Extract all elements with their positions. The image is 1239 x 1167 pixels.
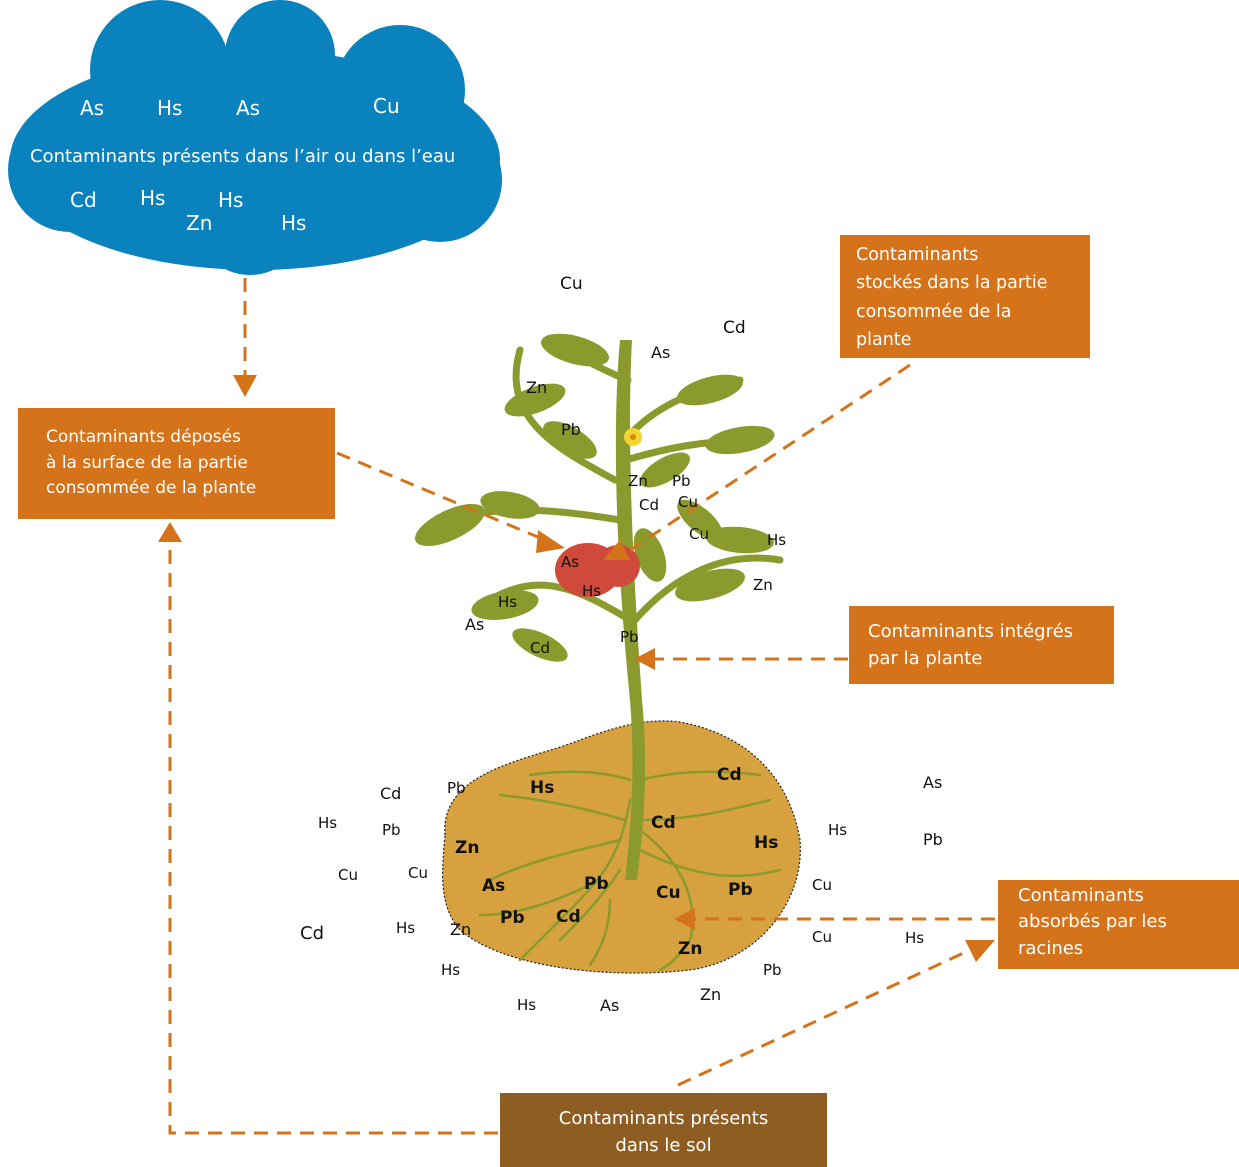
cloud-label-cd: Cd <box>70 188 97 212</box>
box-integrated: Contaminants intégrés par la plante <box>849 606 1114 684</box>
soil-label-pb: Pb <box>728 880 753 900</box>
box-soil-line2: dans le sol <box>615 1135 712 1156</box>
box-absorbed-line2: absorbés par les <box>1018 911 1167 933</box>
cloud-label-hs: Hs <box>281 211 307 235</box>
roots <box>478 770 782 972</box>
plant-label-pb: Pb <box>561 420 581 439</box>
soil-mound <box>442 720 801 974</box>
plant-label-as: As <box>465 615 485 634</box>
box-stored-line2: stockés dans la partie <box>856 273 1048 294</box>
soil-label-pb: Pb <box>584 874 609 894</box>
plant-label-as-fruit: As <box>561 553 580 571</box>
arrow-stored-to-fruit <box>629 363 911 552</box>
arrow-soil-to-deposited <box>168 540 498 1135</box>
arrow-soil-to-absorbed <box>677 948 971 1087</box>
cloud-title: Contaminants présents dans l’air ou dans… <box>30 146 456 167</box>
outside-label-hs: Hs <box>396 919 416 937</box>
outside-label-hs: Hs <box>441 961 461 979</box>
plant-label-cu: Cu <box>678 493 698 511</box>
soil-label-cd: Cd <box>556 907 581 927</box>
plant-label-cd: Cd <box>723 318 746 338</box>
outside-label-hs: Hs <box>318 814 338 832</box>
cloud-label-hs: Hs <box>157 96 183 120</box>
outside-label-zn: Zn <box>700 985 722 1004</box>
arrows <box>168 278 995 1135</box>
soil-label-zn: Zn <box>455 838 480 858</box>
soil-label-cu: Cu <box>656 883 681 903</box>
soil-label-zn: Zn <box>678 939 703 959</box>
plant-label-hs: Hs <box>767 531 787 549</box>
box-stored-line1: Contaminants <box>856 245 979 265</box>
plant-label-pb-stem: Pb <box>620 628 639 646</box>
cloud-label-as: As <box>80 96 105 120</box>
box-deposited-line2: à la surface de la partie <box>46 452 248 473</box>
box-deposited-line1: Contaminants déposés <box>46 427 241 447</box>
outside-label-cd: Cd <box>380 784 402 803</box>
soil-label-hs: Hs <box>530 778 555 798</box>
plant-label-cd: Cd <box>530 639 550 657</box>
box-absorbed-line3: racines <box>1018 937 1084 959</box>
plant-label-as: As <box>651 343 671 362</box>
box-absorbed-line1: Contaminants <box>1018 885 1144 906</box>
outside-label-pb: Pb <box>763 961 782 979</box>
arrowheads <box>158 375 995 962</box>
outside-label-hs: Hs <box>828 821 848 839</box>
outside-label-pb: Pb <box>923 830 943 849</box>
soil-label-cd: Cd <box>717 765 742 785</box>
tomato-fruit <box>555 543 640 597</box>
arrow-deposited-to-fruit <box>336 451 546 542</box>
plant-stem <box>615 340 646 880</box>
plant-label-zn: Zn <box>628 472 648 490</box>
box-integrated-line1: Contaminants intégrés <box>868 621 1074 642</box>
soil-label-hs: Hs <box>754 833 779 853</box>
box-integrated-line2: par la plante <box>868 648 983 669</box>
soil-label-pb: Pb <box>500 908 525 928</box>
box-soil: Contaminants présents dans le sol <box>500 1093 827 1167</box>
outside-label-cu: Cu <box>408 864 428 882</box>
outside-label-cu: Cu <box>812 928 832 946</box>
cloud-shape <box>8 0 502 275</box>
box-absorbed: Contaminants absorbés par les racines <box>998 880 1239 969</box>
plant-label-cu: Cu <box>560 274 583 294</box>
plant-label-cd: Cd <box>639 496 659 514</box>
outside-label-pb: Pb <box>382 821 401 839</box>
plant-label-cu: Cu <box>689 525 709 543</box>
outside-label-cd: Cd <box>300 923 324 944</box>
outside-label-cu: Cu <box>812 876 832 894</box>
outside-label-zn: Zn <box>450 920 472 939</box>
cloud-label-hs: Hs <box>140 186 166 210</box>
outside-label-as: As <box>600 996 620 1015</box>
outside-label-as: As <box>923 773 943 792</box>
box-soil-line1: Contaminants présents <box>558 1108 769 1129</box>
box-deposited: Contaminants déposés à la surface de la … <box>18 408 335 519</box>
flower-icon <box>624 428 642 446</box>
box-deposited-line3: consommée de la plante <box>46 478 257 498</box>
box-stored: Contaminants stockés dans la partie cons… <box>840 235 1090 358</box>
outside-label-pb: Pb <box>447 779 466 797</box>
plant-label-hs: Hs <box>498 593 518 611</box>
soil-label-cd: Cd <box>651 813 676 833</box>
cloud-label-hs: Hs <box>218 188 244 212</box>
outside-label-hs: Hs <box>517 996 537 1014</box>
cloud-label-cu: Cu <box>373 94 400 118</box>
cloud-label-zn: Zn <box>186 211 213 235</box>
box-stored-line3: consommée de la <box>856 301 1012 322</box>
soil-label-as: As <box>482 876 506 896</box>
box-stored-line4: plante <box>856 330 912 351</box>
plant-label-hs-fruit: Hs <box>582 582 602 600</box>
plant-label-pb: Pb <box>672 472 691 490</box>
plant-leaves <box>414 333 775 662</box>
cloud-label-as: As <box>236 96 261 120</box>
plant-label-zn: Zn <box>526 378 548 397</box>
outside-label-cu: Cu <box>338 866 358 884</box>
outside-label-hs: Hs <box>905 929 925 947</box>
plant-label-zn: Zn <box>753 576 773 594</box>
